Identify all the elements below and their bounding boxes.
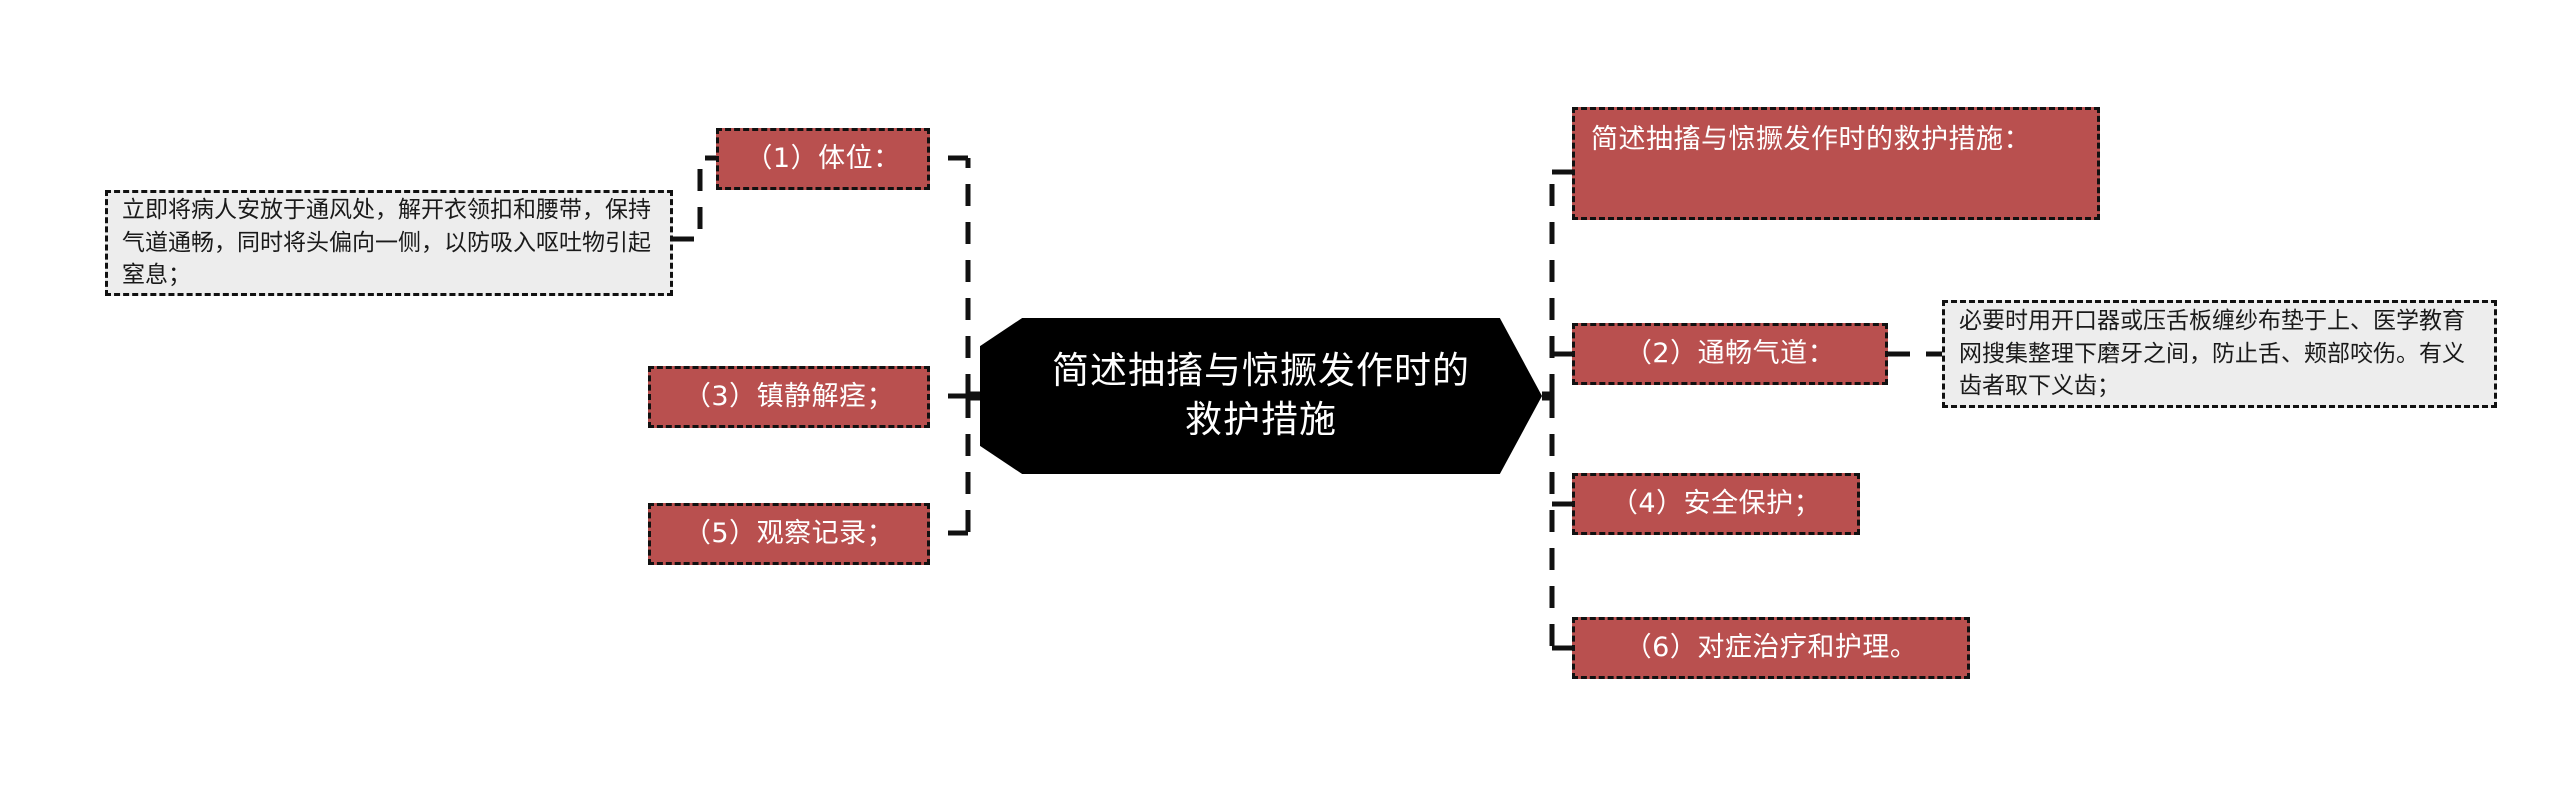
topic-item-1-label: （1）体位：	[745, 143, 901, 175]
topic-item-2[interactable]: （2）通畅气道：	[1572, 323, 1888, 385]
note-right-text: 必要时用开口器或压舌板缠纱布垫于上、医学教育网搜集整理下磨牙之间，防止舌、颊部咬…	[1959, 308, 2465, 400]
topic-item-2-label: （2）通畅气道：	[1624, 338, 1836, 370]
topic-right-title-label: 简述抽搐与惊撅发作时的救护措施：	[1591, 124, 2031, 155]
topic-item-5-label: （5）观察记录；	[683, 518, 895, 550]
topic-item-1[interactable]: （1）体位：	[716, 128, 930, 190]
topic-item-3-label: （3）镇静解痉；	[683, 381, 895, 413]
topic-item-6-label: （6）对症治疗和护理。	[1624, 632, 1918, 664]
topic-right-title[interactable]: 简述抽搐与惊撅发作时的救护措施：	[1572, 107, 2100, 220]
topic-item-6[interactable]: （6）对症治疗和护理。	[1572, 617, 1970, 679]
root-node-label: 简述抽搐与惊撅发作时的救护措施	[1052, 349, 1470, 441]
root-node[interactable]: 简述抽搐与惊撅发作时的救护措施	[980, 318, 1542, 474]
topic-item-5[interactable]: （5）观察记录；	[648, 503, 930, 565]
topic-item-4-label: （4）安全保护；	[1610, 488, 1822, 520]
note-right-body-airway: 必要时用开口器或压舌板缠纱布垫于上、医学教育网搜集整理下磨牙之间，防止舌、颊部咬…	[1942, 300, 2497, 408]
topic-item-3[interactable]: （3）镇静解痉；	[648, 366, 930, 428]
note-left-text: 立即将病人安放于通风处，解开衣领扣和腰带，保持气道通畅，同时将头偏向一侧，以防吸…	[122, 197, 651, 289]
note-left-body-position: 立即将病人安放于通风处，解开衣领扣和腰带，保持气道通畅，同时将头偏向一侧，以防吸…	[105, 190, 673, 296]
topic-item-4[interactable]: （4）安全保护；	[1572, 473, 1860, 535]
